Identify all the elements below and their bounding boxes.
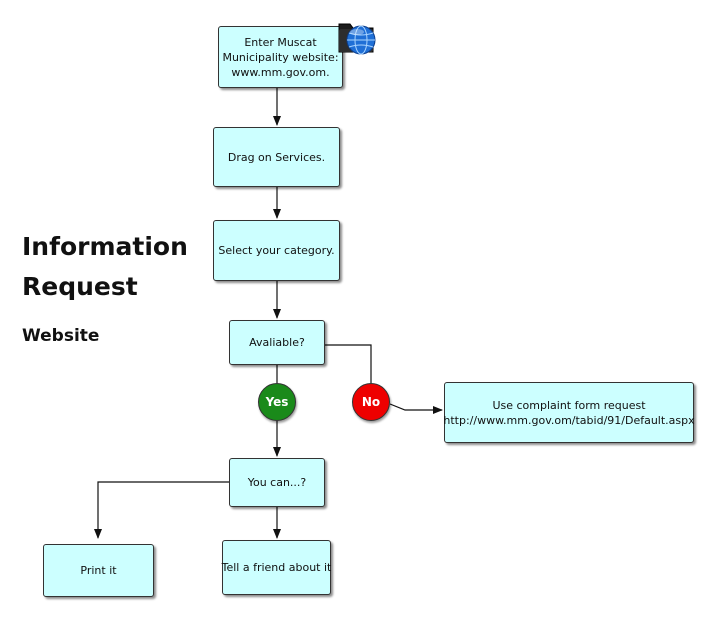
no-label: No xyxy=(361,395,381,409)
drag-services-box: Drag on Services. xyxy=(213,127,340,187)
select-category-box: Select your category. xyxy=(213,220,340,281)
complaint-form-box: Use complaint form request http://www.mm… xyxy=(443,382,695,443)
line-available-to-no xyxy=(325,344,372,383)
complaint-line1: Use complaint form request xyxy=(492,398,646,412)
you-can-box: You can...? xyxy=(229,458,325,507)
enter-website-line1: Enter Muscat xyxy=(244,35,317,49)
select-category-label: Select your category. xyxy=(218,244,335,257)
no-badge: No xyxy=(352,383,390,421)
yes-label: Yes xyxy=(265,395,289,409)
available-decision-box: Avaliable? xyxy=(229,320,325,365)
drag-services-label: Drag on Services. xyxy=(227,150,326,164)
complaint-url: http://www.mm.gov.om/tabid/91/Default.as… xyxy=(443,413,695,427)
enter-website-line2: Municipality website: xyxy=(222,50,339,64)
enter-website-line3: www.mm.gov.om. xyxy=(231,65,330,79)
arrow-youcan-to-print xyxy=(94,481,229,539)
enter-website-box: Enter Muscat Municipality website: www.m… xyxy=(218,26,343,88)
diagram-title-line1: Information xyxy=(22,232,188,261)
tell-friend-box: Tell a friend about it xyxy=(222,540,331,595)
print-it-box: Print it xyxy=(43,544,154,597)
diagram-subtitle: Website xyxy=(22,326,100,346)
print-it-label: Print it xyxy=(80,564,117,577)
available-label: Avaliable? xyxy=(249,336,305,349)
folder-globe-icon xyxy=(338,23,376,55)
yes-badge: Yes xyxy=(258,383,296,421)
you-can-label: You can...? xyxy=(247,476,307,489)
diagram-title-line2: Request xyxy=(22,272,138,301)
arrow-no-to-complaint xyxy=(389,403,443,414)
tell-friend-label: Tell a friend about it xyxy=(221,561,332,574)
